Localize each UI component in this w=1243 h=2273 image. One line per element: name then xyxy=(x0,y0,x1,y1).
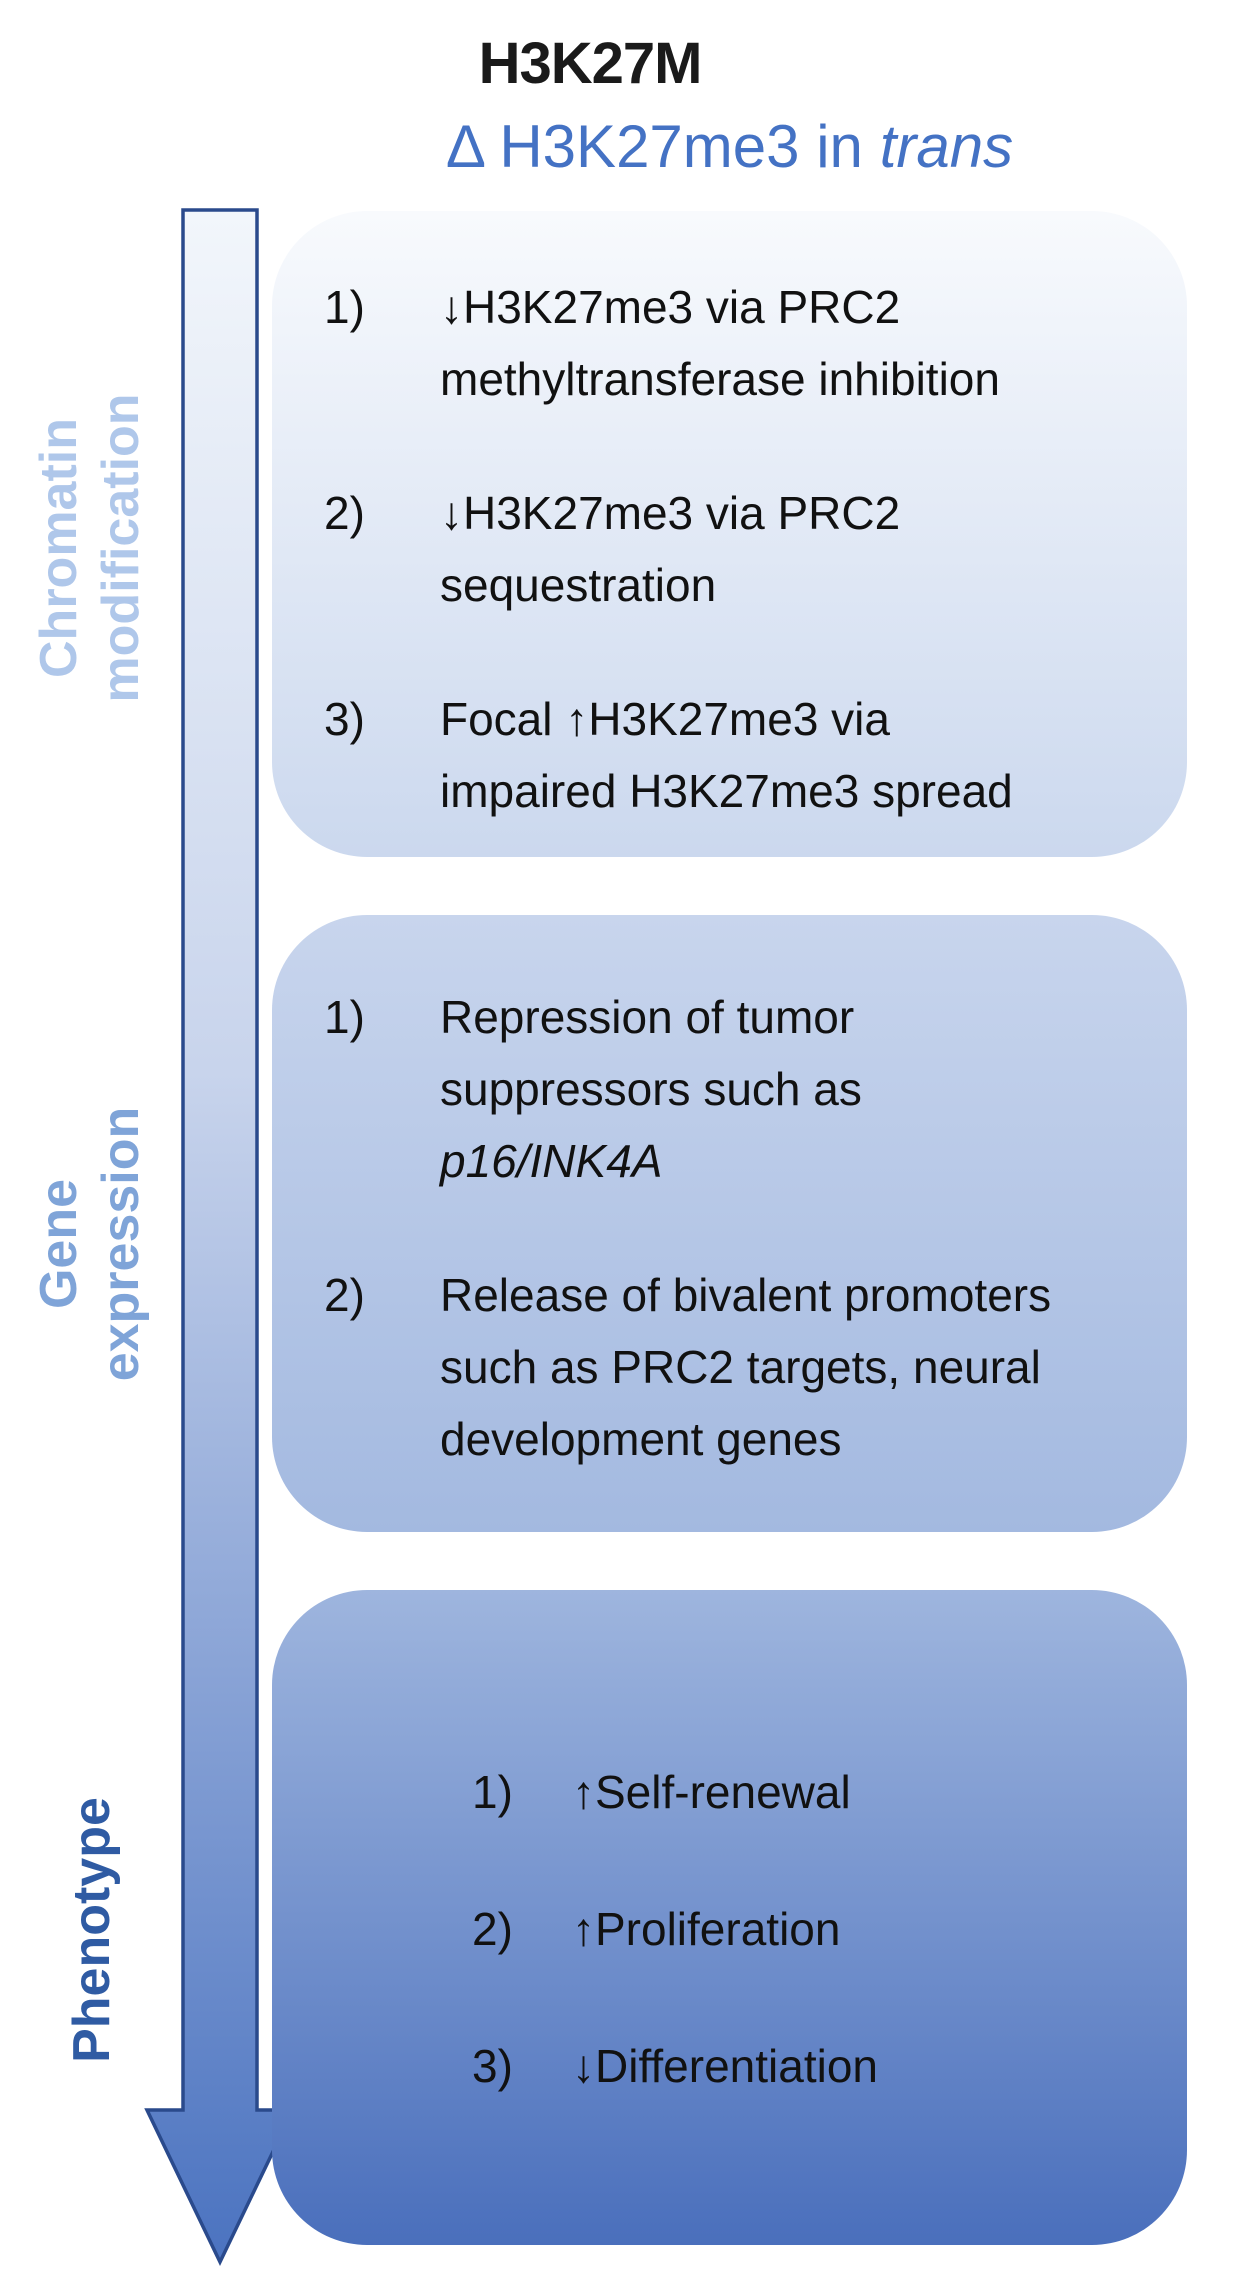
label-line: modification xyxy=(92,393,150,703)
down-arrow-icon xyxy=(144,208,296,2267)
item-number: 3) xyxy=(324,693,365,745)
text-line: impaired H3K27me3 spread xyxy=(440,765,1013,817)
item-number: 1) xyxy=(472,1766,513,1818)
list-item: 1) Repression of tumor suppressors such … xyxy=(324,981,1151,1197)
list-item: 2) Release of bivalent promoters such as… xyxy=(324,1259,1151,1475)
label-line: expression xyxy=(92,1106,150,1382)
text-line: Focal ↑H3K27me3 via xyxy=(440,693,890,745)
text-line: ↑Proliferation xyxy=(572,1903,841,1955)
item-text: ↓H3K27me3 via PRC2 methyltransferase inh… xyxy=(440,271,1000,415)
item-text: Release of bivalent promoters such as PR… xyxy=(440,1259,1051,1475)
text-line: development genes xyxy=(440,1413,842,1465)
label-line: Phenotype xyxy=(63,1797,121,2063)
item-number: 1) xyxy=(324,281,365,333)
text-line: ↑Self-renewal xyxy=(572,1766,851,1818)
text-line: suppressors such as xyxy=(440,1063,862,1115)
axis-label-chromatin-modification: Chromatin modification xyxy=(28,238,152,858)
item-text: Repression of tumor suppressors such as … xyxy=(440,981,862,1197)
item-number: 2) xyxy=(324,1269,365,1321)
text-line: Release of bivalent promoters xyxy=(440,1269,1052,1321)
axis-label-gene-expression: Gene expression xyxy=(28,1014,152,1474)
text-line: ↓H3K27me3 via PRC2 xyxy=(440,487,901,539)
list-item: 1) ↓H3K27me3 via PRC2 methyltransferase … xyxy=(324,271,1151,415)
label-line: Gene xyxy=(30,1178,88,1310)
text-line: methyltransferase inhibition xyxy=(440,353,1000,405)
item-text: ↑Proliferation xyxy=(572,1893,840,1965)
text-line-gene-name: p16/INK4A xyxy=(440,1135,663,1187)
item-number: 3) xyxy=(472,2040,513,2092)
label-line: Chromatin xyxy=(30,418,88,678)
figure-title: H3K27M xyxy=(478,31,703,96)
text-line: such as PRC2 targets, neural xyxy=(440,1341,1041,1393)
phenotype-box: 1) ↑Self-renewal 2) ↑Proliferation 3) ↓D… xyxy=(272,1590,1187,2245)
list-item: 2) ↑Proliferation xyxy=(472,1893,1151,1965)
item-number: 2) xyxy=(472,1903,513,1955)
item-text: ↑Self-renewal xyxy=(572,1756,851,1828)
axis-label-phenotype: Phenotype xyxy=(61,1730,123,2130)
text-line: ↓H3K27me3 via PRC2 xyxy=(440,281,901,333)
text-line: sequestration xyxy=(440,559,717,611)
text-line: ↓Differentiation xyxy=(572,2040,878,2092)
list-item: 2) ↓H3K27me3 via PRC2 sequestration xyxy=(324,477,1151,621)
item-text: ↓H3K27me3 via PRC2 sequestration xyxy=(440,477,900,621)
subtitle-prefix: Δ H3K27me3 in xyxy=(445,113,863,180)
text-line: Repression of tumor xyxy=(440,991,855,1043)
gene-expression-box: 1) Repression of tumor suppressors such … xyxy=(272,915,1187,1532)
item-number: 1) xyxy=(324,991,365,1043)
chromatin-modification-box: 1) ↓H3K27me3 via PRC2 methyltransferase … xyxy=(272,211,1187,857)
list-item: 3) Focal ↑H3K27me3 via impaired H3K27me3… xyxy=(324,683,1151,827)
list-item: 1) ↑Self-renewal xyxy=(472,1756,1151,1828)
item-text: ↓Differentiation xyxy=(572,2030,878,2102)
list-item: 3) ↓Differentiation xyxy=(472,2030,1151,2102)
subtitle-emphasis: trans xyxy=(879,113,1014,180)
item-number: 2) xyxy=(324,487,365,539)
item-text: Focal ↑H3K27me3 via impaired H3K27me3 sp… xyxy=(440,683,1013,827)
